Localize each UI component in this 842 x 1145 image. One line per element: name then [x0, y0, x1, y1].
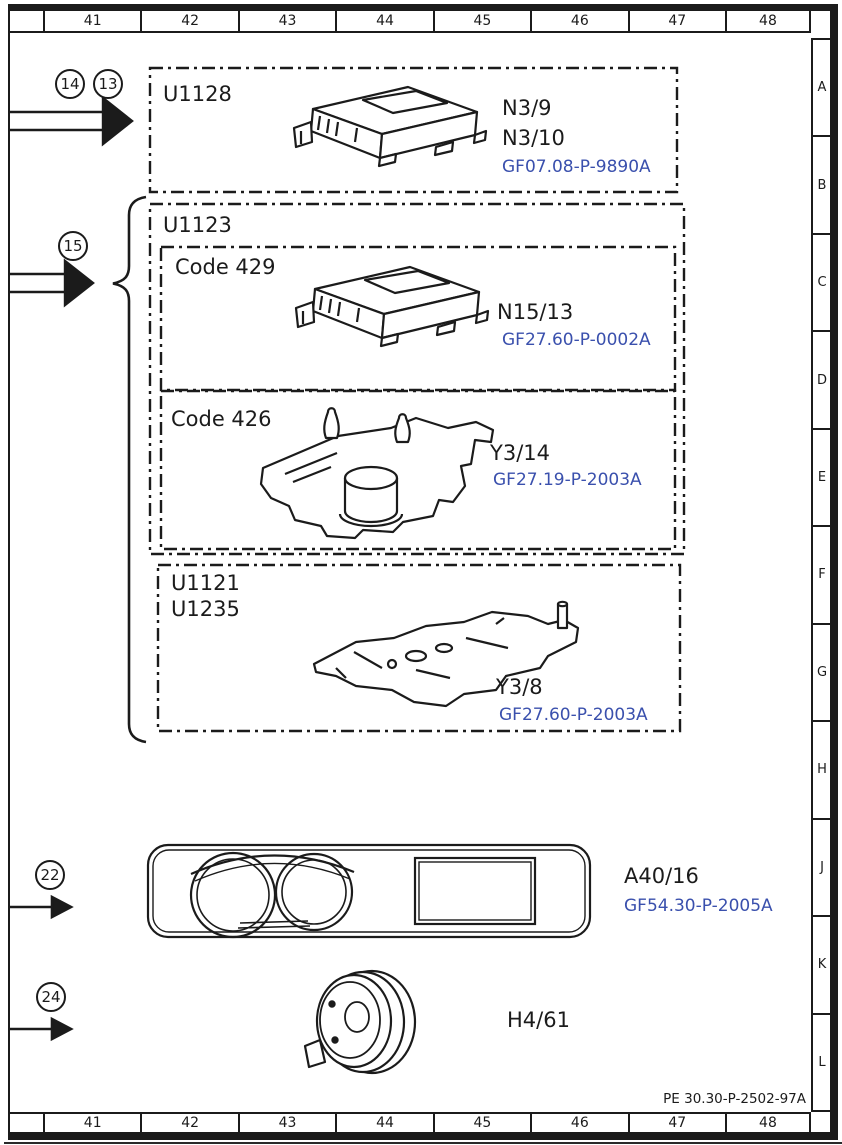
page-edge-hairline [4, 1142, 842, 1144]
ruler-col-44: 44 [335, 1114, 432, 1132]
component-box-u1128 [148, 66, 679, 194]
group-brace [112, 195, 147, 744]
ruler-stub-cell [8, 1114, 43, 1132]
pointer-arrow-14-13-icon [10, 95, 134, 147]
frame-top [8, 4, 838, 11]
horn-illustration-h461 [303, 969, 417, 1075]
ruler-col-48: 48 [724, 1114, 809, 1132]
hydraulic-unit-illustration-y314 [259, 407, 495, 540]
doc-link-gf2760a[interactable]: GF27.60-P-0002A [502, 330, 651, 350]
ruler-col-45: 45 [432, 11, 530, 31]
ruler-col-42: 42 [140, 11, 237, 31]
doc-link-gf2760b[interactable]: GF27.60-P-2003A [499, 705, 648, 725]
callout-15-badge: 15 [58, 231, 88, 261]
valve-body-illustration-y38 [312, 600, 580, 708]
callout-24-badge: 24 [36, 982, 66, 1012]
grid-row-L: L [811, 1014, 831, 1112]
frame-right [830, 4, 838, 1140]
callout-13-label: 13 [98, 75, 118, 93]
box-title-u1123: U1123 [163, 213, 232, 237]
callout-13-badge: 13 [93, 69, 123, 99]
ruler-stub-cell [8, 11, 43, 31]
grid-row-H: H [811, 722, 831, 820]
component-box-u1123 [148, 202, 686, 556]
pointer-arrow-24-icon [10, 1016, 74, 1042]
ruler-col-41: 41 [43, 1114, 140, 1132]
ruler-col-46: 46 [530, 11, 627, 31]
component-ref-h461: H4/61 [507, 1008, 570, 1032]
callout-14-badge: 14 [55, 69, 85, 99]
component-box-u1121 [156, 563, 682, 733]
frame-bottom [8, 1132, 838, 1140]
box-title-code426: Code 426 [171, 407, 272, 431]
ruler-col-46: 46 [530, 1114, 627, 1132]
callout-15-label: 15 [63, 237, 83, 255]
component-ref-n310: N3/10 [502, 126, 565, 150]
frame-left [8, 4, 10, 1140]
callout-22-badge: 22 [35, 860, 65, 890]
component-ref-n39: N3/9 [502, 96, 552, 120]
component-ref-y314: Y3/14 [490, 441, 550, 465]
component-ref-a4016: A40/16 [624, 864, 699, 888]
instrument-cluster-illustration-a4016 [146, 843, 592, 939]
grid-row-G: G [811, 624, 831, 723]
grid-row-D: D [811, 332, 831, 430]
grid-row-letters: A B C D E F G H J K L [811, 38, 831, 1112]
grid-row-J: J [811, 819, 831, 918]
component-ref-y38: Y3/8 [496, 675, 543, 699]
grid-row-E: E [811, 429, 831, 528]
ruler-col-44: 44 [335, 11, 432, 31]
control-unit-illustration-code429 [294, 265, 490, 348]
box-title-u1235: U1235 [171, 597, 240, 621]
ruler-col-47: 47 [627, 1114, 725, 1132]
ruler-col-45: 45 [432, 1114, 530, 1132]
ruler-col-47: 47 [627, 11, 725, 31]
component-ref-n1513: N15/13 [497, 300, 574, 324]
grid-row-B: B [811, 137, 831, 235]
box-title-code429: Code 429 [175, 255, 276, 279]
component-box-code426 [159, 389, 677, 551]
doc-link-gf5430[interactable]: GF54.30-P-2005A [624, 896, 773, 916]
control-unit-illustration-u1128 [292, 85, 488, 168]
grid-row-K: K [811, 917, 831, 1015]
grid-ruler-bottom: 41 42 43 44 45 46 47 48 [8, 1112, 811, 1132]
pointer-arrow-15-icon [10, 258, 95, 308]
component-box-code429 [159, 245, 677, 392]
doc-link-gf0708[interactable]: GF07.08-P-9890A [502, 157, 651, 177]
box-title-u1121: U1121 [171, 571, 240, 595]
box-title-u1128: U1128 [163, 82, 232, 106]
callout-22-label: 22 [40, 866, 60, 884]
callout-24-label: 24 [41, 988, 61, 1006]
doc-link-gf2719[interactable]: GF27.19-P-2003A [493, 470, 642, 490]
grid-row-A: A [811, 40, 831, 138]
grid-ruler-top: 41 42 43 44 45 46 47 48 [8, 11, 811, 33]
pointer-arrow-22-icon [10, 894, 74, 920]
ruler-col-43: 43 [237, 11, 335, 31]
ruler-col-41: 41 [43, 11, 140, 31]
grid-row-F: F [811, 527, 831, 625]
document-number: PE 30.30-P-2502-97A [663, 1091, 806, 1107]
ruler-col-48: 48 [724, 11, 809, 31]
grid-row-C: C [811, 234, 831, 333]
ruler-col-42: 42 [140, 1114, 237, 1132]
ruler-col-43: 43 [237, 1114, 335, 1132]
callout-14-label: 14 [60, 75, 80, 93]
